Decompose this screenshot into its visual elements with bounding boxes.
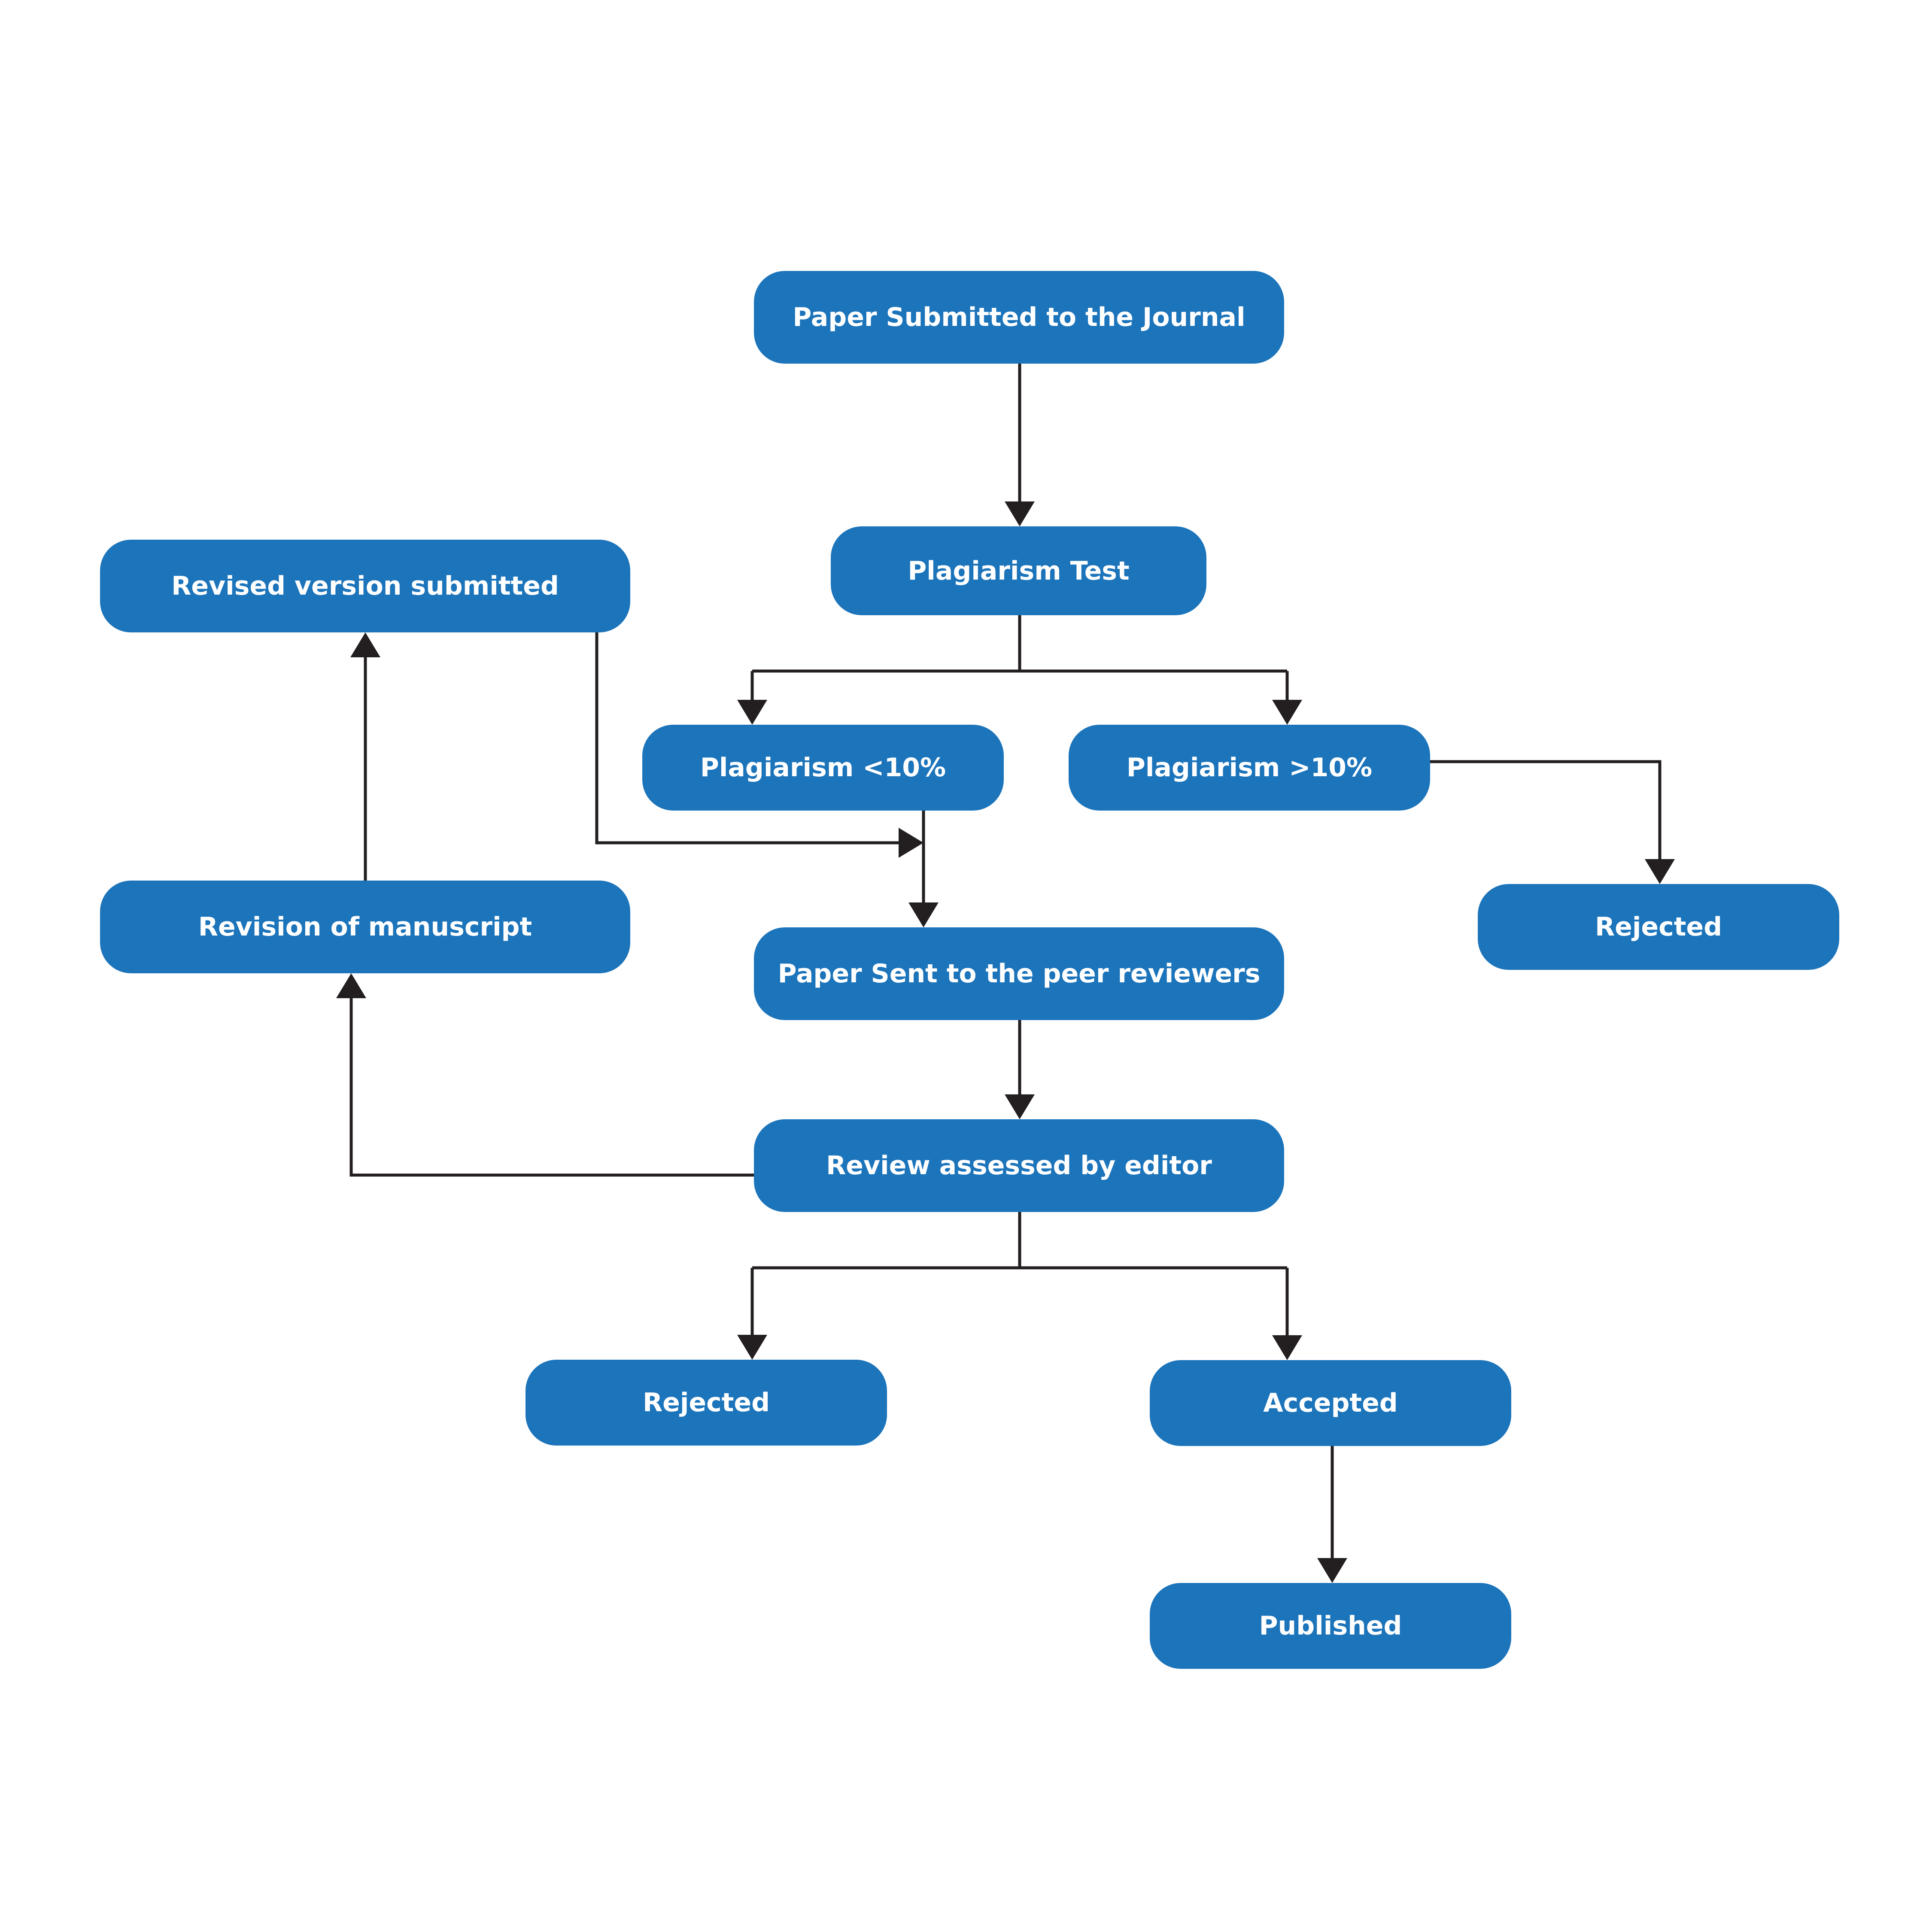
edge-editor-split [752,1212,1287,1270]
edge-revised-to-peer [595,632,903,844]
edge-plagiarism-test-split [752,615,1287,673]
node-paper-submitted: Paper Submitted to the Journal [754,271,1284,364]
arrowhead [908,902,939,927]
node-review-assessed-by-editor: Review assessed by editor [754,1119,1284,1212]
node-label: Review assessed by editor [826,1151,1212,1181]
node-label: Revised version submitted [171,571,559,601]
node-label: Revision of manuscript [198,912,532,942]
arrowhead [336,973,366,998]
arrowhead [1005,1094,1035,1119]
edge-plagiarism-high-to-rejected [1430,760,1662,863]
arrowhead [1317,1558,1347,1583]
node-label: Rejected [642,1388,770,1418]
arrowhead [350,632,380,657]
node-label: Rejected [1595,912,1722,942]
node-plagiarism-test: Plagiarism Test [831,526,1206,615]
node-label: Plagiarism <10% [700,753,946,783]
node-sent-to-peer-reviewers: Paper Sent to the peer reviewers [754,927,1284,1020]
edge-editor-to-revision [349,994,754,1177]
node-revision-of-manuscript: Revision of manuscript [100,881,630,973]
node-accepted: Accepted [1150,1360,1511,1446]
node-label: Paper Sent to the peer reviewers [778,959,1261,989]
node-plagiarism-above-10: Plagiarism >10% [1069,725,1430,811]
node-plagiarism-below-10: Plagiarism <10% [642,725,1004,811]
arrowhead [1645,859,1675,884]
node-label: Plagiarism Test [908,556,1130,586]
node-rejected-plagiarism: Rejected [1478,884,1839,970]
arrowhead [737,700,767,725]
node-label: Plagiarism >10% [1126,753,1373,783]
node-rejected-review: Rejected [526,1360,887,1446]
arrowhead [899,828,923,858]
arrowhead [737,1335,767,1360]
node-revised-version-submitted: Revised version submitted [100,540,630,632]
node-label: Accepted [1263,1388,1398,1418]
arrowhead [1272,700,1302,725]
node-label: Published [1259,1611,1402,1641]
arrowhead [1005,501,1035,526]
node-published: Published [1150,1583,1511,1669]
arrowhead [1272,1335,1302,1360]
node-label: Paper Submitted to the Journal [793,302,1245,332]
